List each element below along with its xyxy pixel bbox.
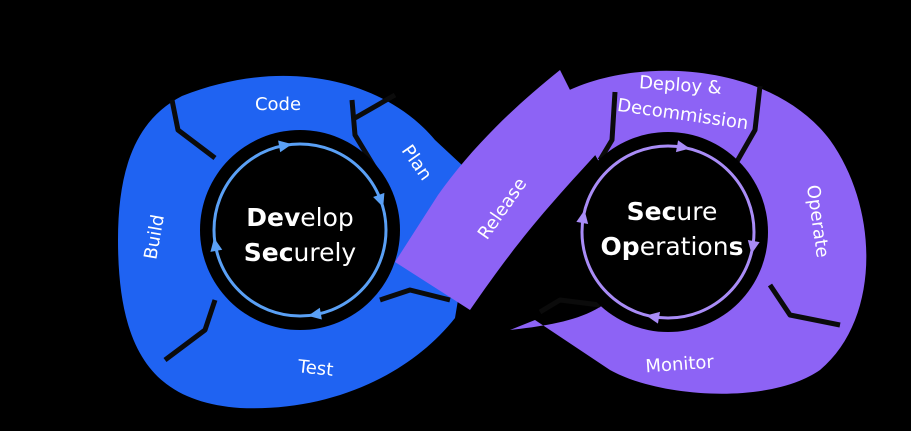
segment-label-test: Test bbox=[296, 356, 334, 381]
segment-divider bbox=[163, 299, 218, 362]
segment-divider bbox=[732, 85, 763, 167]
cycle-arrow-icon bbox=[210, 238, 223, 252]
operations-cycle-ring-icon bbox=[576, 140, 760, 324]
cycle-arrow-icon bbox=[675, 140, 690, 153]
develop-title-line1-bold: Dev bbox=[246, 203, 300, 232]
cycle-arrow-icon bbox=[646, 311, 661, 324]
develop-title-line2-rest: urely bbox=[294, 238, 357, 267]
cycle-arrow-icon bbox=[308, 307, 322, 320]
release-band bbox=[395, 70, 600, 310]
develop-title-line2-bold: Sec bbox=[244, 238, 294, 267]
segment-divider bbox=[597, 91, 618, 162]
segment-divider bbox=[379, 287, 451, 303]
operations-title-line2-mid: eration bbox=[640, 232, 729, 261]
develop-title-line1: Develop bbox=[246, 203, 354, 232]
cycle-arrow-icon bbox=[747, 239, 760, 254]
operations-title-line1-bold: Sec bbox=[627, 197, 677, 226]
segment-label-code: Code bbox=[255, 94, 301, 115]
cycle-ring bbox=[212, 142, 388, 318]
cycle-arrow-icon bbox=[373, 192, 385, 208]
develop-cycle-ring-icon bbox=[210, 140, 388, 320]
cycle-arrow-icon bbox=[576, 210, 589, 225]
operations-title-line1-rest: ure bbox=[676, 197, 717, 226]
operations-title-line2-bold-b: s bbox=[729, 232, 744, 261]
cycle-arrow-icon bbox=[278, 140, 292, 153]
segment-divider bbox=[767, 283, 841, 328]
operations-title-line2: Operations bbox=[601, 232, 744, 261]
operations-core bbox=[568, 132, 768, 332]
develop-title-line2: Securely bbox=[244, 238, 357, 267]
operations-title-line2-bold-a: Op bbox=[601, 232, 640, 261]
segment-divider bbox=[353, 92, 397, 121]
segment-divider bbox=[538, 297, 601, 315]
segment-label-monitor: Monitor bbox=[645, 352, 715, 378]
operations-title-line1: Secure bbox=[627, 197, 718, 226]
develop-core bbox=[200, 130, 400, 330]
develop-title-line1-rest: elop bbox=[300, 203, 354, 232]
cycle-ring bbox=[580, 144, 756, 320]
segment-divider bbox=[169, 99, 217, 160]
